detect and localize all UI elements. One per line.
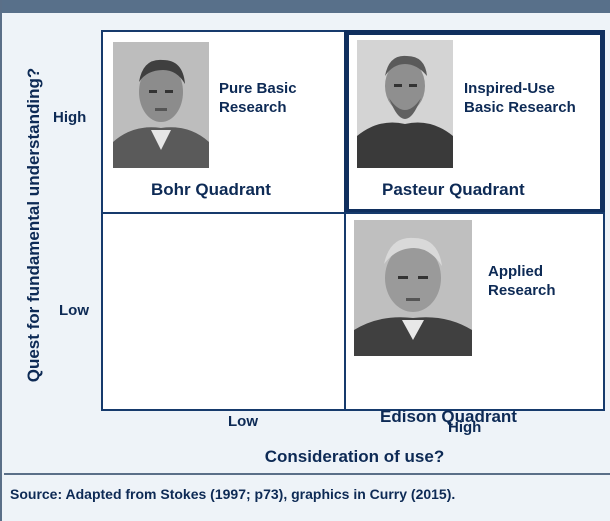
bohr-title: Bohr Quadrant [151,180,271,199]
x-axis-label: Consideration of use? [264,447,445,466]
empty-quadrant [101,212,346,411]
pasteur-description: Inspired-Use Basic Research [464,80,576,116]
pasteur-quadrant: Inspired-Use Basic Research Pasteur Quad… [344,30,605,214]
x-tick-low: Low [228,413,258,430]
edison-title: Edison Quadrant [380,407,517,426]
y-axis-label: Quest for fundamental understanding? [24,67,43,383]
top-bar [2,0,610,13]
y-tick-low: Low [59,302,89,319]
quadrant-grid: Pure Basic Research Bohr Quadrant Inspir… [101,30,605,426]
pasteur-portrait-icon [357,40,453,168]
bohr-portrait-icon [113,42,209,168]
edison-description: Applied Research [488,263,556,299]
source-caption: Source: Adapted from Stokes (1997; p73),… [10,486,456,502]
y-tick-high: High [53,109,87,126]
pasteur-title: Pasteur Quadrant [382,180,525,199]
bohr-quadrant: Pure Basic Research Bohr Quadrant [101,30,346,214]
bohr-description: Pure Basic Research [219,80,297,116]
edison-quadrant: Applied Research Edison Quadrant [344,212,605,426]
edison-portrait-icon [354,220,472,356]
footer-divider [4,473,610,475]
x-tick-high: High [448,419,482,436]
